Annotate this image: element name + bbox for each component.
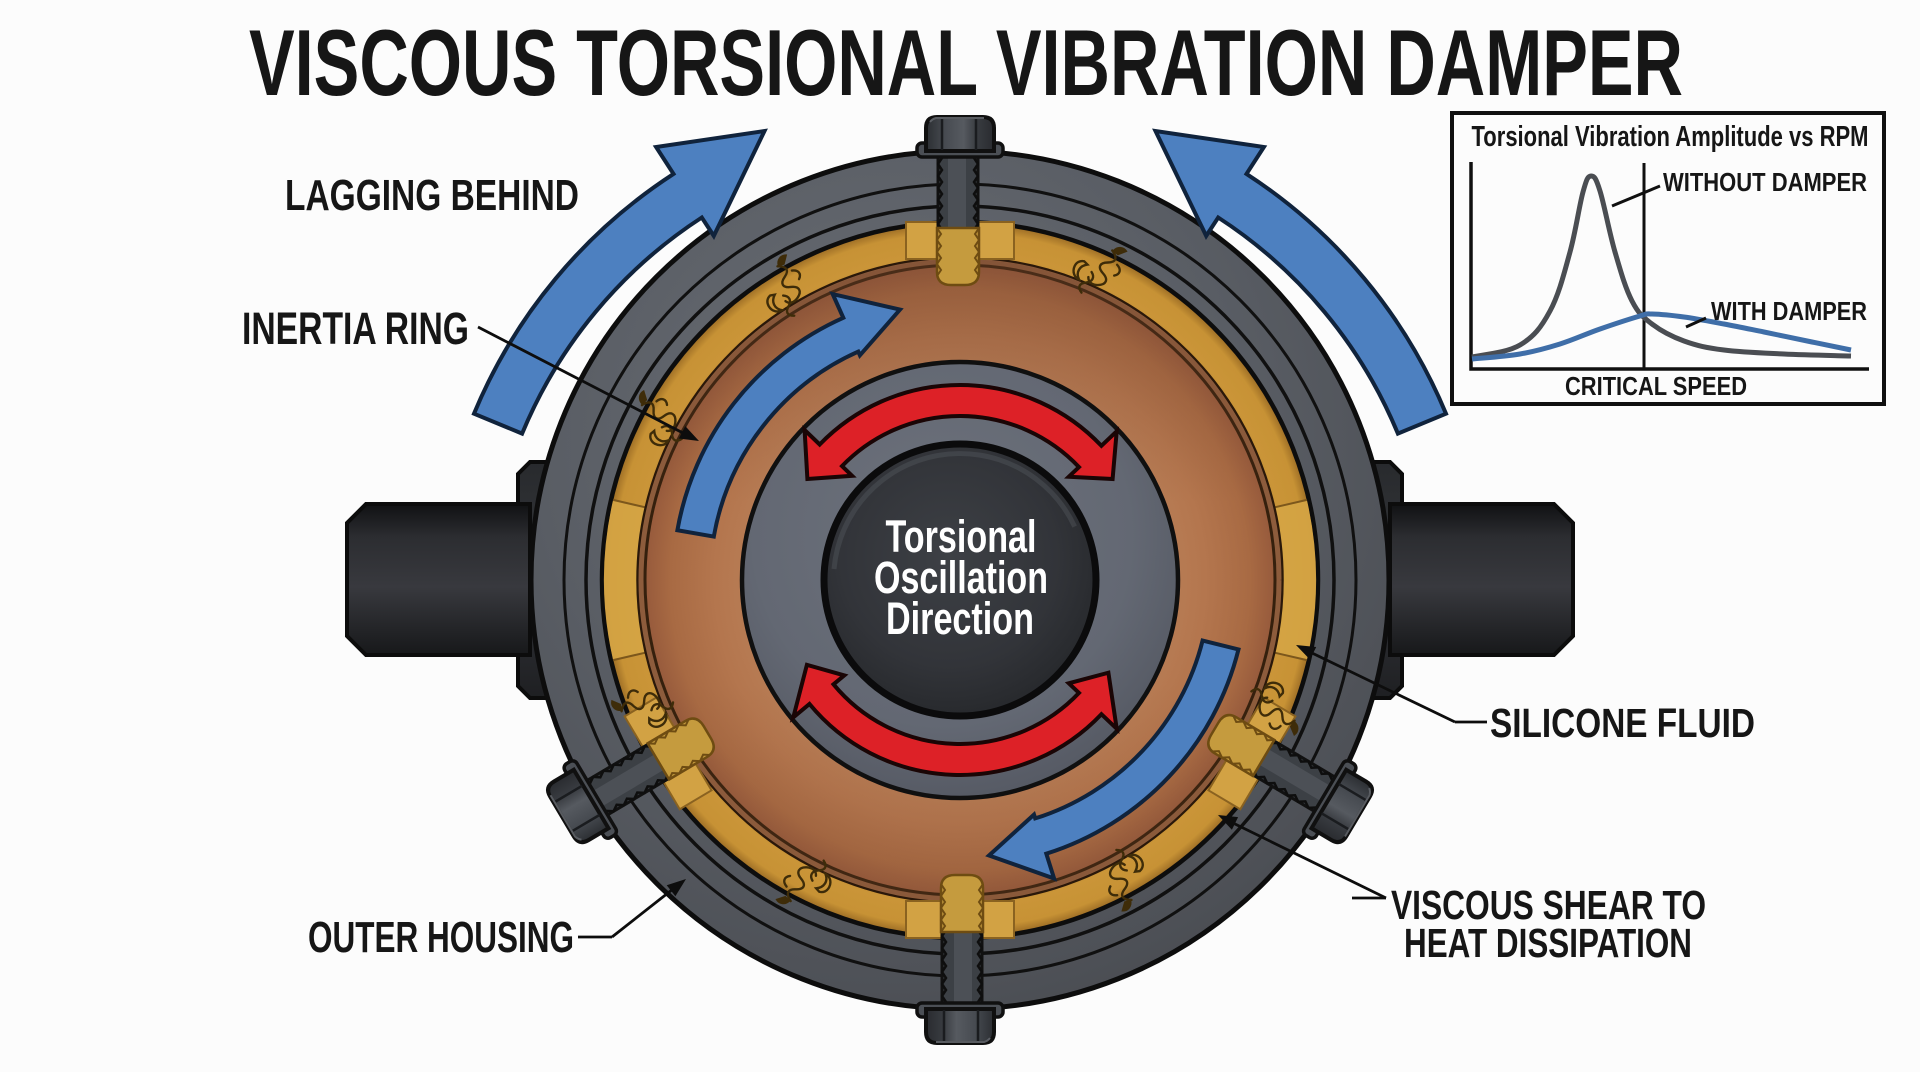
svg-text:SILICONE FLUID: SILICONE FLUID [1490,700,1755,746]
svg-text:HEAT DISSIPATION: HEAT DISSIPATION [1404,920,1692,966]
svg-text:OUTER HOUSING: OUTER HOUSING [308,913,574,962]
svg-text:WITH DAMPER: WITH DAMPER [1711,296,1867,326]
svg-text:CRITICAL SPEED: CRITICAL SPEED [1565,371,1747,401]
svg-text:WITHOUT DAMPER: WITHOUT DAMPER [1663,167,1867,197]
svg-text:LAGGING BEHIND: LAGGING BEHIND [285,171,579,220]
svg-text:VISCOUS SHEAR TO: VISCOUS SHEAR TO [1391,882,1706,928]
svg-text:VISCOUS TORSIONAL VIBRATION DA: VISCOUS TORSIONAL VIBRATION DAMPER [249,10,1683,115]
svg-text:Torsional Vibration Amplitude: Torsional Vibration Amplitude vs RPM [1472,121,1869,153]
svg-text:INERTIA RING: INERTIA RING [242,303,469,354]
